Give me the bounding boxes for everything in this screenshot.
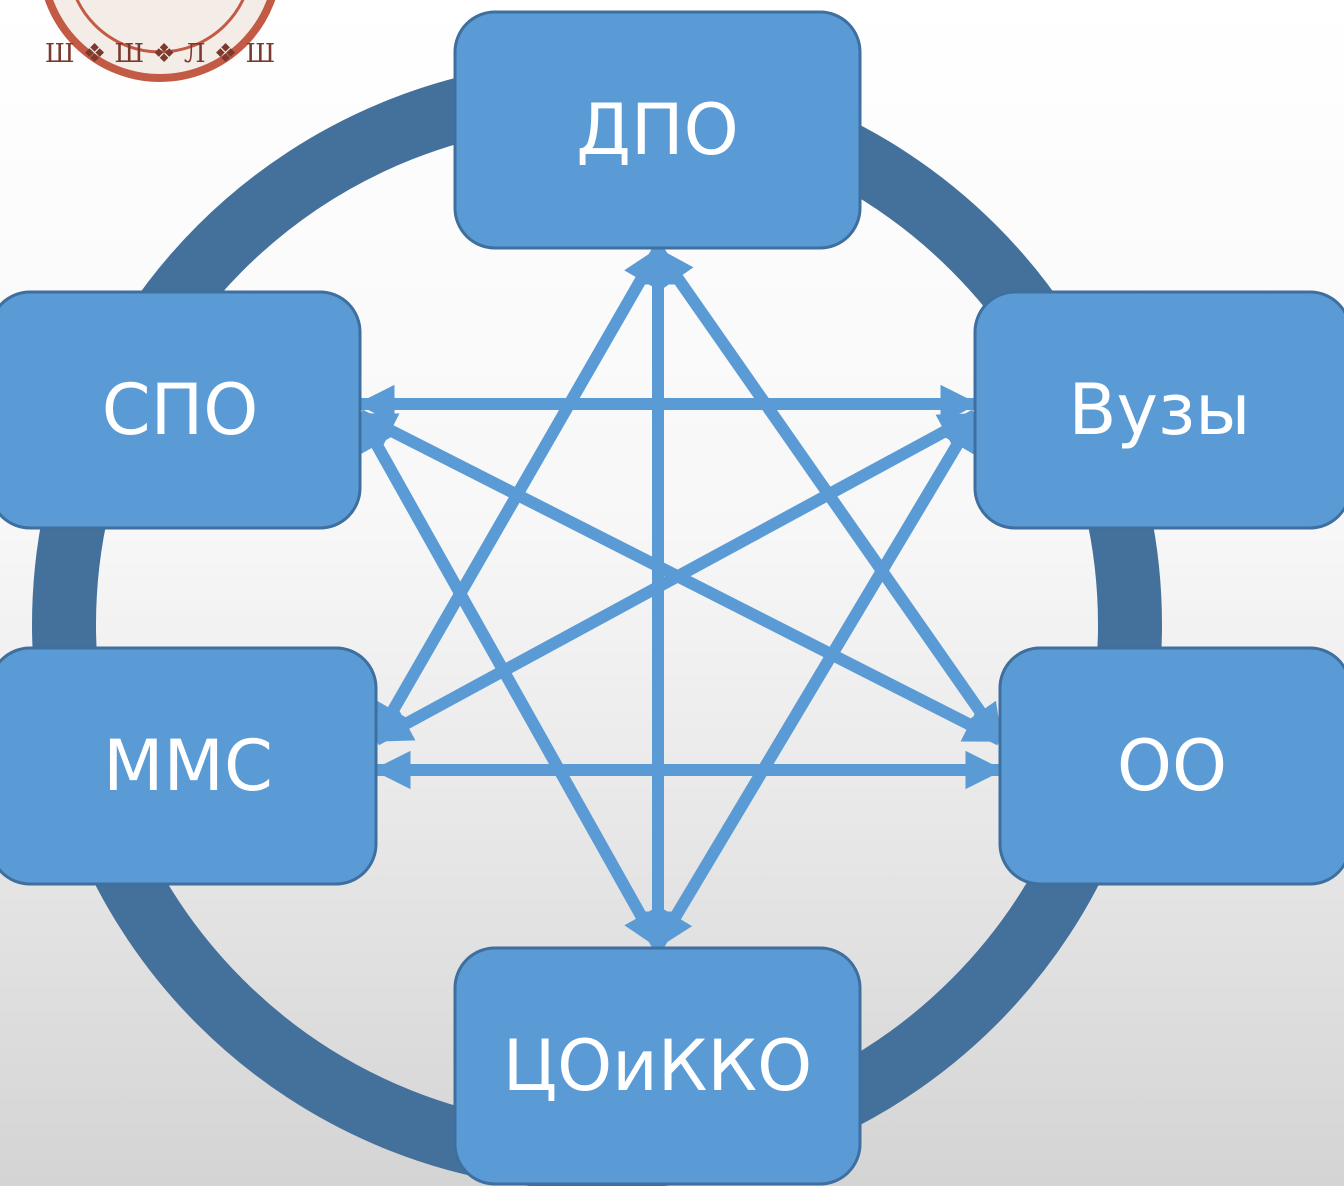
node-vuzy: Вузы [973, 290, 1344, 530]
emblem-glyphs: Ш ❖ Ш ❖ Л ❖ Ш [45, 39, 275, 69]
emblem-logo: Ш ❖ Ш ❖ Л ❖ Ш [44, 0, 276, 82]
arrow-vuzy-coikko [652, 411, 981, 950]
node-box-oo [998, 646, 1344, 886]
node-box-spo [0, 290, 362, 530]
node-mms: ММС [0, 646, 378, 886]
node-label-spo: СПО [102, 369, 259, 451]
node-label-dpo: ДПО [576, 89, 738, 171]
node-box-coikko [453, 946, 862, 1186]
node-coikko: ЦОиККО [453, 946, 862, 1186]
node-label-vuzy: Вузы [1069, 369, 1251, 451]
connection-arrows [354, 246, 1005, 950]
node-dpo: ДПО [453, 10, 862, 250]
node-label-coikko: ЦОиККО [503, 1025, 812, 1107]
node-label-mms: ММС [103, 725, 273, 807]
node-box-vuzy [973, 290, 1344, 530]
node-box-mms [0, 646, 378, 886]
node-oo: ОО [998, 646, 1344, 886]
node-box-dpo [453, 10, 862, 250]
node-spo: СПО [0, 290, 362, 530]
node-label-oo: ОО [1117, 725, 1227, 807]
